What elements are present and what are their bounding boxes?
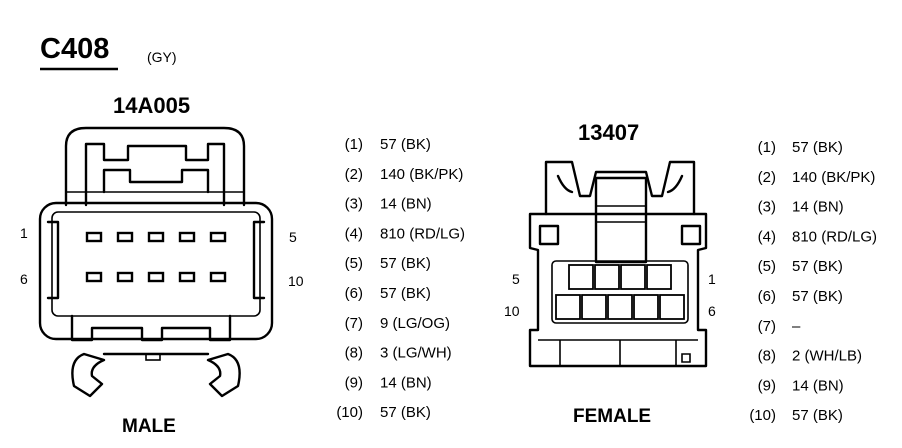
male-pin-slot [116, 231, 134, 243]
female-cavity-frame [551, 260, 689, 324]
female-pin-number: (4) [758, 228, 776, 245]
male-latch-housing [64, 126, 246, 207]
male-latch-window [102, 168, 210, 194]
female-wire-spec: 140 (BK/PK) [792, 169, 875, 186]
male-pin-label-5: 5 [289, 229, 297, 245]
male-pin-label-1: 1 [20, 225, 28, 241]
female-wire-spec: 2 (WH/LB) [792, 348, 862, 365]
female-wire-spec: 14 (BN) [792, 377, 844, 394]
female-pin-number: (2) [758, 169, 776, 186]
female-wire-spec: 57 (BK) [792, 139, 843, 156]
female-pin-cavity [646, 264, 672, 290]
female-pin-number: (9) [758, 377, 776, 394]
female-pin-number: (5) [758, 258, 776, 275]
female-latch-hooks [556, 174, 684, 194]
female-pin-number: (7) [758, 318, 776, 335]
male-wire-spec: 57 (BK) [380, 285, 431, 302]
male-bottom-teeth [70, 314, 232, 342]
male-pin-slot [178, 271, 196, 283]
male-wire-spec: 3 (LG/WH) [380, 345, 452, 362]
male-pin-number: (4) [345, 225, 363, 242]
female-pin-cavities [551, 260, 689, 324]
male-latch-tab [84, 142, 226, 207]
male-pin-slot [209, 271, 227, 283]
female-body [528, 212, 708, 368]
male-part-number: 14A005 [113, 93, 190, 118]
male-pinout-table: (1) 57 (BK) (2) 140 (BK/PK) (3) 14 (BN) (4) 810… [336, 136, 465, 421]
female-pin-cavity [633, 294, 659, 320]
male-pin-slot [147, 271, 165, 283]
male-wire-spec: 14 (BN) [380, 196, 432, 213]
female-connector: 13407 5 1 10 6 FEMALE [504, 120, 716, 427]
female-latch [544, 160, 696, 216]
female-label: FEMALE [573, 406, 651, 427]
male-pin-slot [116, 271, 134, 283]
male-wire-spec: 57 (BK) [380, 404, 431, 421]
male-pin-number: (2) [345, 166, 363, 183]
male-key [145, 353, 161, 361]
male-lock-arm-left [71, 352, 106, 398]
male-side-rails [46, 220, 266, 300]
male-pin-number: (7) [345, 315, 363, 332]
male-pin-label-6: 6 [20, 271, 28, 287]
female-pin-cavity [659, 294, 685, 320]
male-pin-slot [147, 231, 165, 243]
female-pinout-table: (1) 57 (BK) (2) 140 (BK/PK) (3) 14 (BN) (4) 810… [749, 139, 877, 424]
female-pin-label-6: 6 [708, 303, 716, 319]
male-pin-number: (10) [336, 404, 363, 421]
male-pin-number: (5) [345, 255, 363, 272]
connector-color-code: (GY) [147, 49, 177, 65]
male-pin-number: (6) [345, 285, 363, 302]
male-lock-arm-right [206, 352, 241, 398]
male-wire-spec: 57 (BK) [380, 136, 431, 153]
female-wire-spec: 57 (BK) [792, 258, 843, 275]
male-wire-spec: 9 (LG/OG) [380, 315, 450, 332]
female-pin-cavity [581, 294, 607, 320]
male-pin-slots [85, 231, 227, 283]
female-part-number: 13407 [578, 120, 639, 145]
female-pin-cavity [607, 294, 633, 320]
male-wire-spec: 14 (BN) [380, 374, 432, 391]
male-pin-number: (3) [345, 196, 363, 213]
male-pin-slot [85, 231, 103, 243]
female-pin-cavity [620, 264, 646, 290]
female-wire-spec: 810 (RD/LG) [792, 228, 877, 245]
female-wire-spec: 57 (BK) [792, 288, 843, 305]
male-pin-number: (8) [345, 345, 363, 362]
female-pin-number: (10) [749, 407, 776, 424]
male-wire-spec: 57 (BK) [380, 255, 431, 272]
female-pin-label-10: 10 [504, 303, 520, 319]
female-latch-stem [594, 176, 648, 264]
female-wire-spec: 57 (BK) [792, 407, 843, 424]
male-label: MALE [122, 416, 176, 437]
male-wire-spec: 140 (BK/PK) [380, 166, 463, 183]
female-pin-cavity [555, 294, 581, 320]
female-bottom-notch [681, 353, 691, 363]
male-pin-number: (1) [345, 136, 363, 153]
male-pin-slot [209, 231, 227, 243]
female-pin-label-5: 5 [512, 271, 520, 287]
male-pin-slot [178, 231, 196, 243]
female-pin-number: (8) [758, 348, 776, 365]
female-pin-label-1: 1 [708, 271, 716, 287]
female-pin-number: (1) [758, 139, 776, 156]
female-side-key-left [538, 224, 560, 246]
female-wire-spec: 14 (BN) [792, 199, 844, 216]
female-side-key-right [680, 224, 702, 246]
male-body [38, 201, 274, 341]
male-pin-slot [85, 271, 103, 283]
male-inner-frame [51, 211, 261, 317]
male-pin-number: (9) [345, 374, 363, 391]
male-pin-label-10: 10 [288, 273, 304, 289]
male-connector: 14A005 1 5 6 10 MALE [20, 93, 304, 437]
female-pin-number: (3) [758, 199, 776, 216]
male-wire-spec: 810 (RD/LG) [380, 225, 465, 242]
connector-id: C408 [40, 33, 109, 65]
female-pin-number: (6) [758, 288, 776, 305]
female-pin-cavity [594, 264, 620, 290]
female-wire-spec: – [792, 318, 801, 335]
female-pin-cavity [568, 264, 594, 290]
